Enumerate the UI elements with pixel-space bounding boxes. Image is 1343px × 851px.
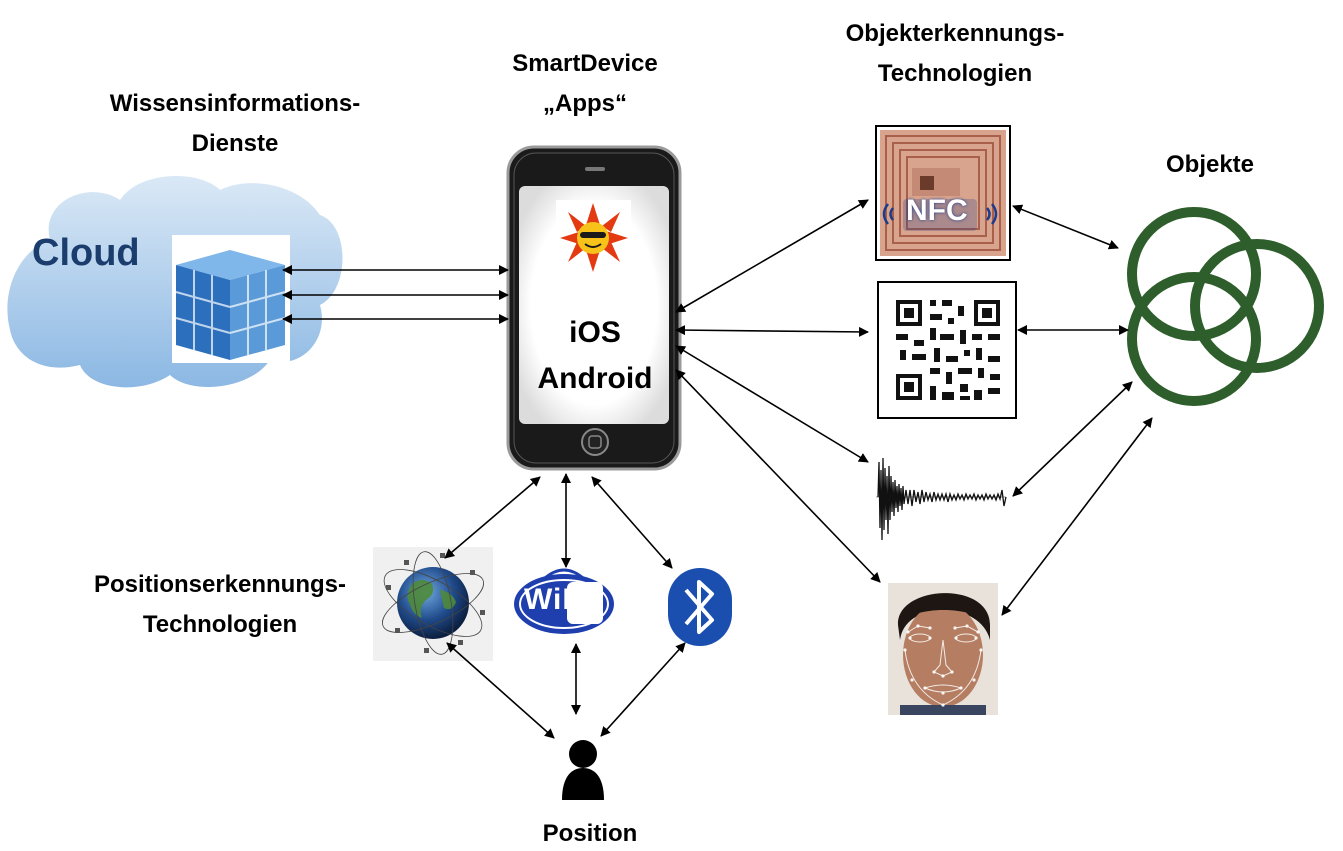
face-recognition-icon xyxy=(888,583,998,715)
label-position: Position xyxy=(542,820,638,847)
arrow-face-objekte xyxy=(1001,417,1153,616)
arrow-nfc-objekte xyxy=(1012,204,1119,250)
wifi-icon xyxy=(514,568,614,634)
label-objekte: Objekte xyxy=(1165,151,1255,178)
label-wissensinformations-dienste: Wissensinformations- Dienste xyxy=(109,90,361,157)
arrow-phone-qr xyxy=(675,325,869,337)
gps-globe-icon xyxy=(373,547,493,661)
arrow-phone-bluetooth xyxy=(591,476,673,569)
arrow-sound-objekte xyxy=(1012,381,1133,497)
arrow-bluetooth-person xyxy=(600,642,686,737)
qr-code-icon xyxy=(877,281,1017,419)
cloud-label: Cloud xyxy=(32,232,140,274)
wifi-label: WiFi xyxy=(524,583,592,616)
label-objekterkennungs-technologien: Objekterkennungs- Technologien xyxy=(845,20,1065,87)
sun-app-icon xyxy=(556,200,631,275)
phone-os-ios: iOS xyxy=(569,316,621,349)
bluetooth-icon xyxy=(668,568,732,646)
arrow-phone-sound xyxy=(675,345,869,463)
label-positionserkennungs-technologien: Positionserkennungs- Technologien xyxy=(93,571,347,638)
person-icon xyxy=(562,740,604,800)
sound-wave-icon xyxy=(876,457,1007,541)
arrow-gps-person xyxy=(446,642,555,739)
nfc-label: NFC xyxy=(906,194,968,227)
nfc-tag-icon xyxy=(875,125,1011,261)
phone-os-android: Android xyxy=(537,362,653,395)
rings-icon xyxy=(1127,207,1324,406)
label-smartdevice-apps: SmartDevice „Apps“ xyxy=(512,50,658,117)
arrow-phone-face xyxy=(675,369,881,583)
arrow-phone-nfc xyxy=(675,199,869,313)
smartphone xyxy=(506,145,682,471)
arrow-phone-gps xyxy=(444,476,541,559)
cloud-cube-icon xyxy=(7,176,343,388)
